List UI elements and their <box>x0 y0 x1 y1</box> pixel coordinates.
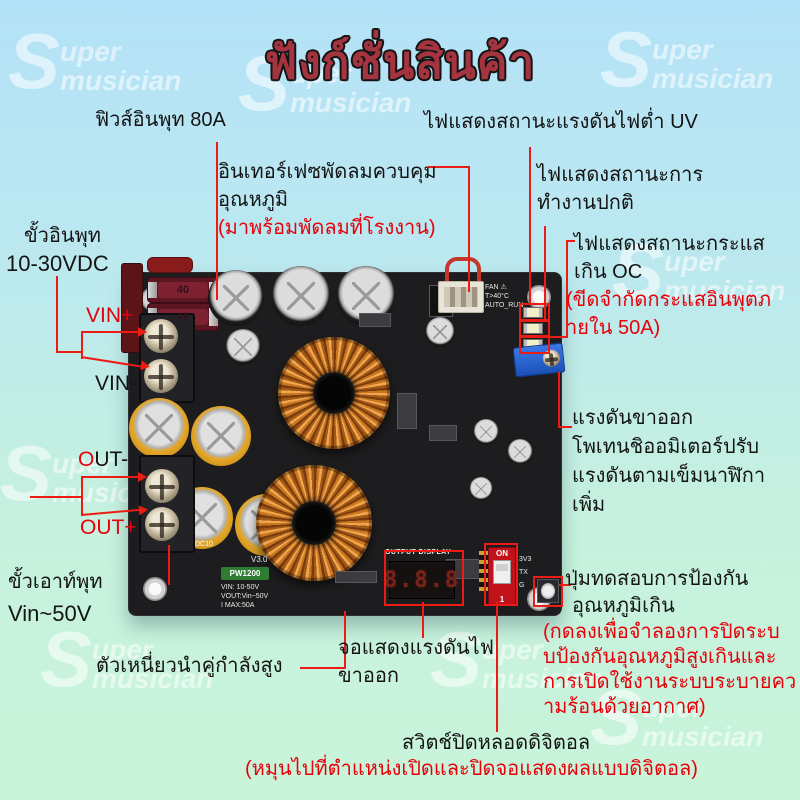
pin-header <box>479 551 488 591</box>
label-test-button: ปุ่มทดสอบการป้องกัน อุณหภูมิเกิน (กดลงเพ… <box>543 568 797 718</box>
uv-led <box>523 307 543 318</box>
mounting-hole <box>527 285 551 309</box>
run-led <box>523 323 543 334</box>
callout-line-out <box>30 496 83 498</box>
out-minus-screw <box>145 469 179 503</box>
callout-line-uv <box>529 147 531 305</box>
capacitor-gold <box>129 398 189 458</box>
label-output-terminal: ขั้วเอาท์พุท Vin~50V <box>8 571 103 626</box>
input-wire <box>147 257 193 273</box>
callout-arrow-out-minus <box>81 476 139 478</box>
callout-arrow-vin-plus <box>81 331 139 333</box>
ic-chip <box>335 571 377 583</box>
callout-line-test-button <box>559 584 571 586</box>
model-label: PW1200 <box>221 567 269 580</box>
callout-line-inductor <box>300 667 346 669</box>
label-vin-minus: VIN- <box>95 372 137 395</box>
dip-highlight-box <box>484 543 518 606</box>
led-highlight-box <box>519 335 550 354</box>
callout-line-oc <box>566 240 575 242</box>
blade-fuse: 40 <box>147 277 219 303</box>
display-highlight-box <box>384 550 464 606</box>
label-inductor: ตัวเหนี่ยวนำคู่กำลังสูง <box>96 655 283 677</box>
dip-slider <box>493 560 511 584</box>
version-marking: V3.0 <box>251 555 268 564</box>
label-potentiometer: แรงดันขาออก โพเทนชิออมิเตอร์ปรับ แรงดันต… <box>572 407 766 516</box>
label-digital-switch: สวิตช์ปิดหลอดดิจิตอล <box>402 732 591 754</box>
page-title: ฟังก์ชั่นสินค้า <box>264 36 536 88</box>
capacitor <box>271 266 331 326</box>
capacitor <box>507 439 533 465</box>
inductor-small <box>425 317 455 347</box>
callout-line-fuse <box>216 142 218 300</box>
capacitor-gold <box>191 406 251 466</box>
ic-chip <box>429 425 457 441</box>
callout-line-oc <box>566 240 568 338</box>
label-out-minus: OUT- <box>78 448 129 471</box>
callout-line-oc <box>547 336 568 338</box>
callout-line-pot <box>558 426 572 428</box>
callout-line-switch <box>496 602 498 732</box>
ic-chip <box>397 393 417 429</box>
capacitor <box>473 419 499 445</box>
label-out-plus: OUT+ <box>80 516 137 539</box>
callout-line-fan <box>468 166 470 292</box>
label-fuse: ฟิวส์อินพุท 80A <box>95 109 226 131</box>
fuse-holder <box>121 263 143 353</box>
spec-marking: VIN: 10-50V VOUT:Vin~50V I MAX:50A <box>221 584 269 609</box>
seven-segment-display: 8.8.8 <box>384 561 458 599</box>
output-display-marking: OUTPUT DISPLAY <box>385 549 452 556</box>
led-highlight-box <box>519 319 550 338</box>
test-button-highlight-box <box>533 576 563 607</box>
arrowhead <box>138 472 147 482</box>
toroidal-inductor <box>256 465 372 581</box>
label-display: จอแสดงแรงดันไฟ ขาออก <box>338 637 494 687</box>
fan-marking: FAN ⚠ T>40°C AUTO_RUN <box>485 284 524 309</box>
callout-line-input <box>56 351 83 353</box>
pcb-board: 40 40 DC10 <box>121 257 566 616</box>
out-plus-screw <box>145 507 179 541</box>
vin-plus-screw <box>144 319 178 353</box>
mounting-hole <box>143 577 167 601</box>
label-uv: ไฟแสดงสถานะแรงดันไฟต่ำ UV <box>424 111 698 133</box>
fan-connector <box>438 281 484 313</box>
label-input-terminal: ขั้วอินพุท 10-30VDC <box>6 225 109 276</box>
vin-minus-screw <box>144 359 178 393</box>
ic-chip <box>359 313 391 327</box>
capacitor <box>225 329 261 365</box>
display-dip-switch: ON 1 <box>488 547 516 605</box>
callout-line-display <box>422 602 424 638</box>
callout-line-pot <box>558 372 560 428</box>
arrowhead <box>138 504 149 516</box>
led-highlight-box <box>519 303 550 322</box>
fan-wire <box>445 257 481 281</box>
toroidal-inductor <box>278 337 390 449</box>
label-fan: อินเทอร์เฟซพัดลมควบคุม อุณหภูมิ (มาพร้อม… <box>218 161 437 239</box>
callout-line-fan <box>428 166 470 168</box>
temp-test-button <box>537 579 559 603</box>
callout-bracket-vin <box>81 331 83 359</box>
capacitor <box>469 477 493 501</box>
callout-line-run <box>544 226 546 322</box>
label-vin-plus: VIN+ <box>86 304 134 327</box>
label-oc: ไฟแสดงสถานะกระแส เกิน OC (ขีดจำกัดกระแสอ… <box>566 233 772 339</box>
capacitor-marking: DC10 <box>195 541 213 548</box>
label-digital-switch-note: (หมุนไปที่ตำแหน่งเปิดและปิดจอแสดงผลแบบดิ… <box>245 758 698 780</box>
callout-bracket-out <box>81 476 83 516</box>
pin-markings: 3V3 TX G <box>519 556 532 589</box>
arrowhead <box>138 327 147 337</box>
arrowhead <box>140 360 151 372</box>
callout-line-input <box>56 276 58 353</box>
callout-line-inductor <box>344 611 346 669</box>
label-run: ไฟแสดงสถานะการ ทำงานปกติ <box>537 164 704 214</box>
callout-line-output-terminal <box>168 545 170 585</box>
